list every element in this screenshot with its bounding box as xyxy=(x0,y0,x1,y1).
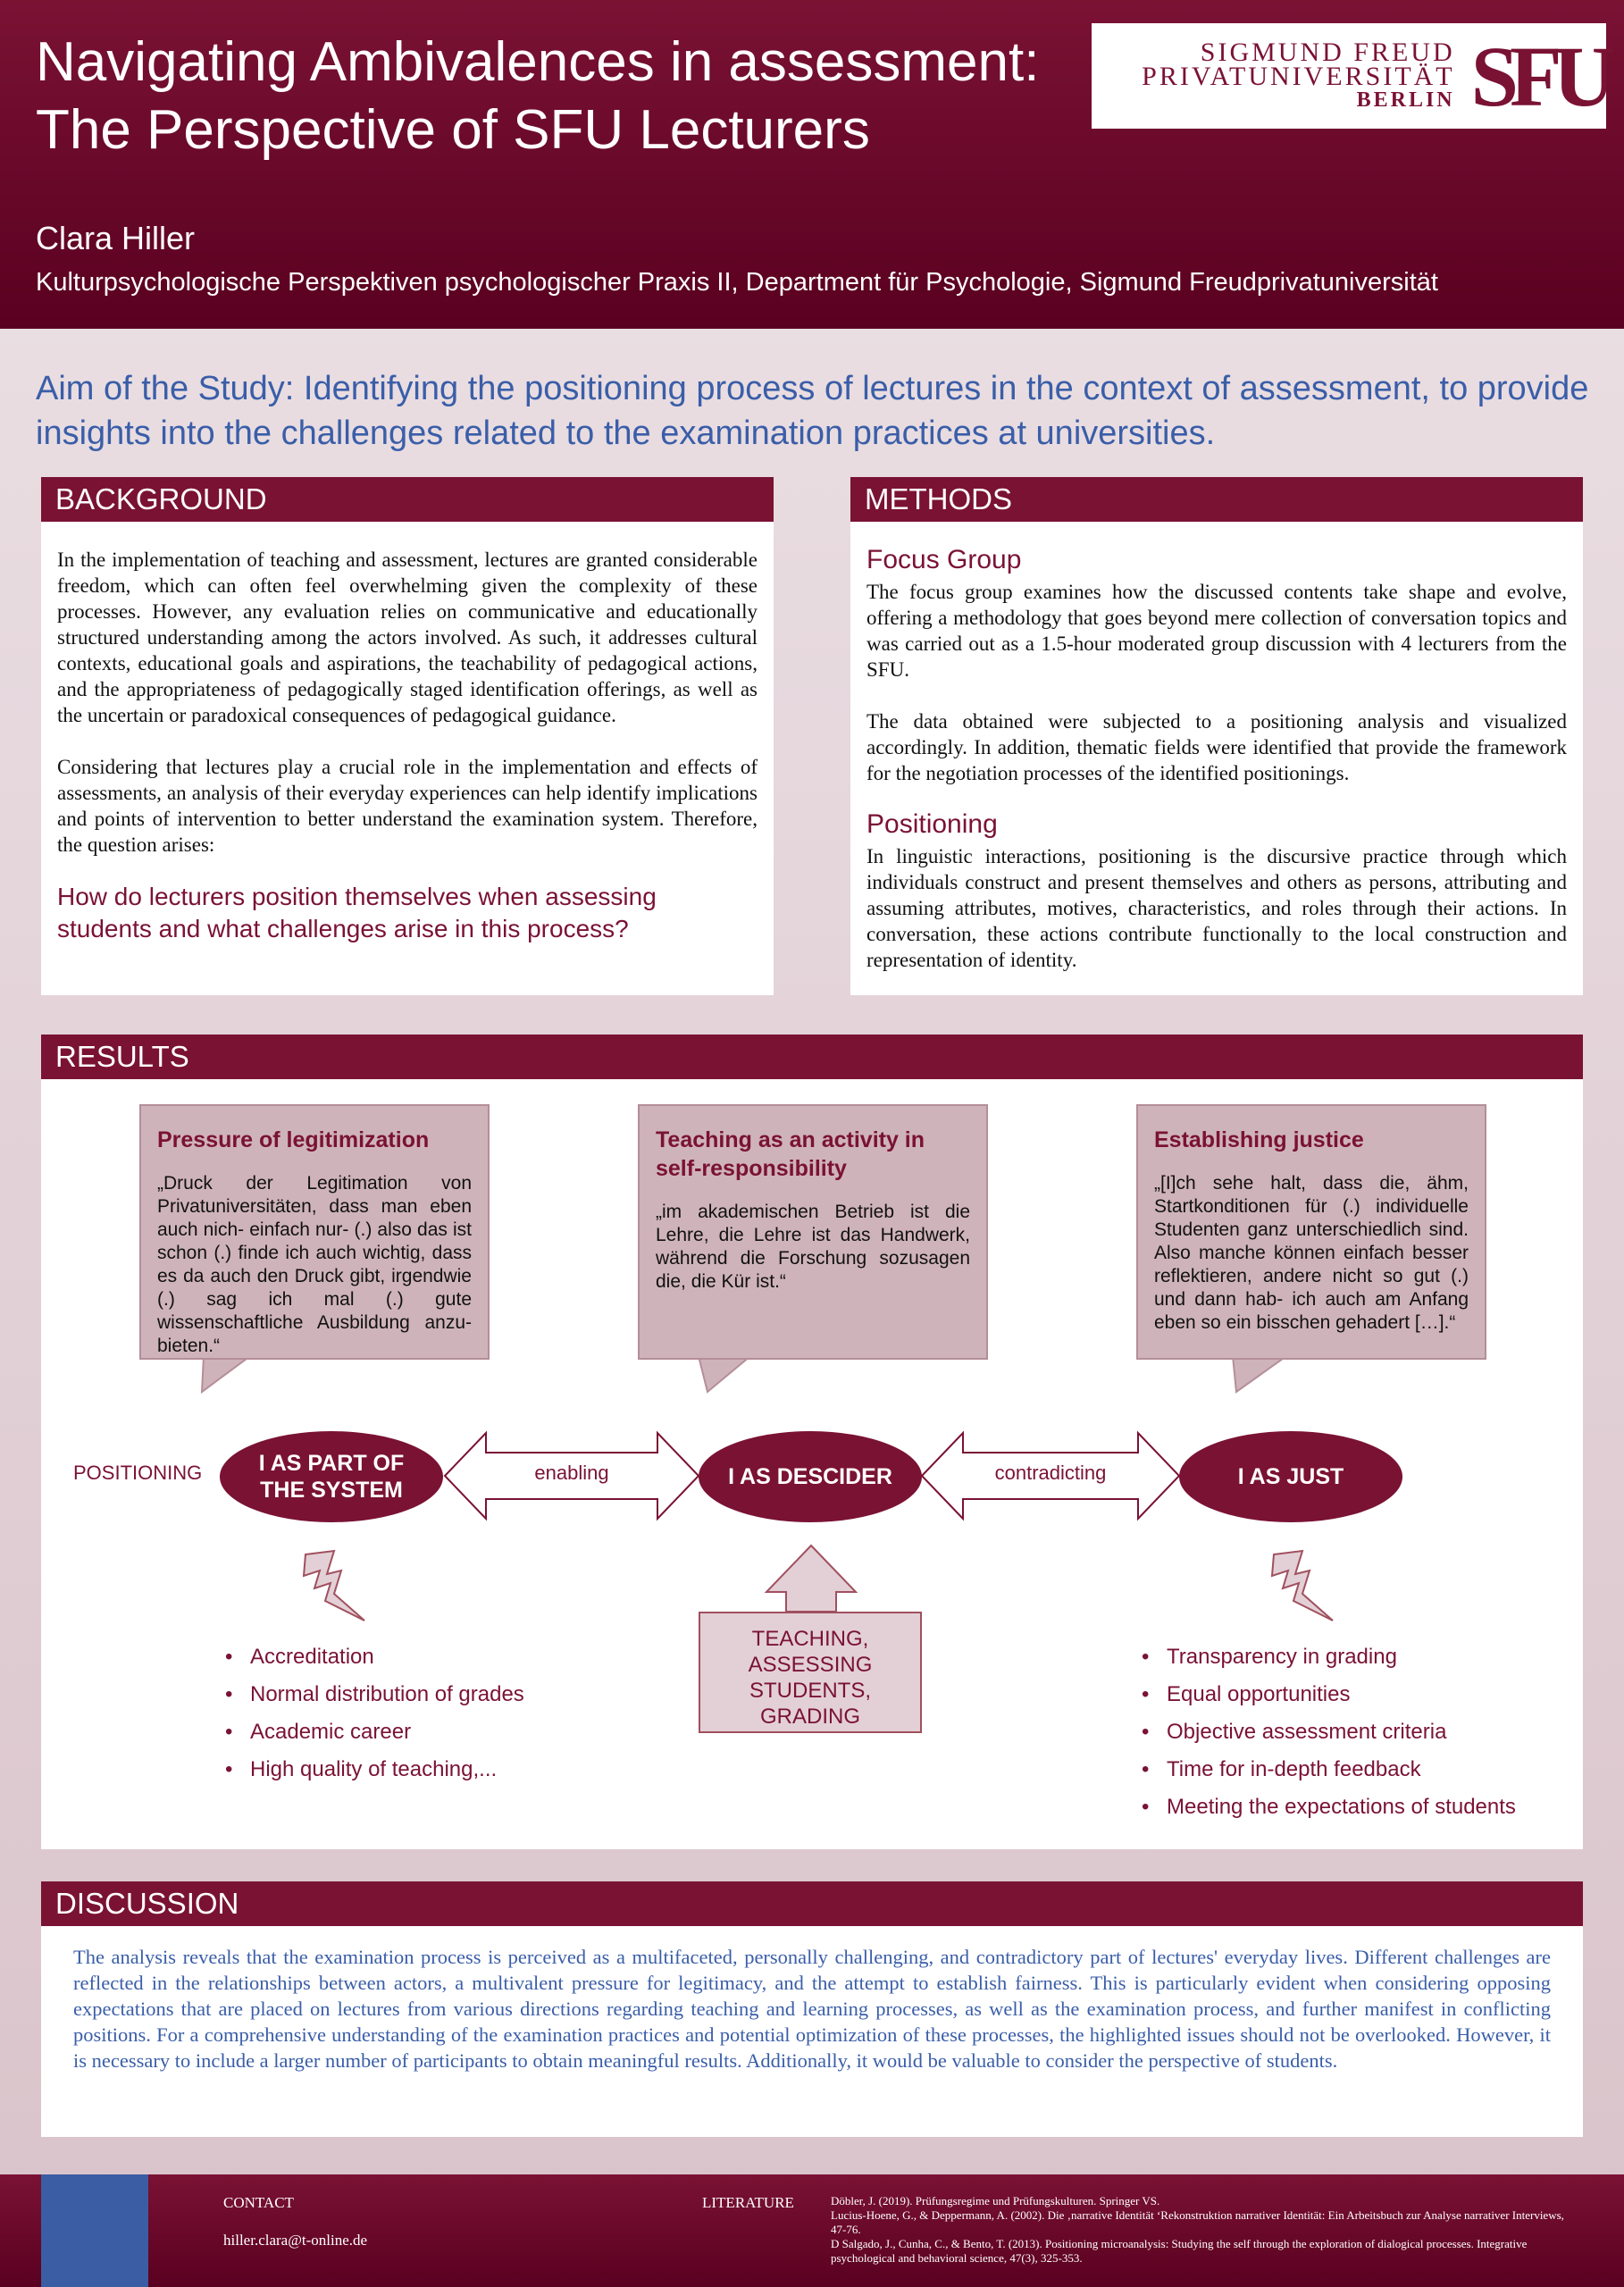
list-item: Accreditation xyxy=(225,1644,529,1671)
list-item: Academic career xyxy=(225,1719,529,1746)
background-paragraph-1: In the implementation of teaching and as… xyxy=(57,549,758,726)
background-section: BACKGROUND In the implementation of teac… xyxy=(41,477,774,995)
positioning-label: POSITIONING xyxy=(73,1462,203,1484)
position-part-of-system: I AS PART OF THE SYSTEM xyxy=(220,1431,443,1522)
central-activities: TEACHING, ASSESSING STUDENTS, GRADING xyxy=(699,1612,922,1733)
contact-email: hiller.clara@t-online.de xyxy=(223,2232,368,2249)
list-item: Transparency in grading xyxy=(1142,1644,1553,1671)
aim-of-study: Aim of the Study: Identifying the positi… xyxy=(36,370,1589,452)
quote-box-self-responsibility: Teaching as an activity in self-responsi… xyxy=(638,1104,988,1360)
right-challenges-list: Transparency in grading Equal opportunit… xyxy=(1142,1644,1553,1831)
lightning-icon-left xyxy=(302,1549,365,1621)
logo-line-3: BERLIN xyxy=(1356,88,1455,112)
position-just: I AS JUST xyxy=(1179,1431,1402,1522)
author-name: Clara Hiller xyxy=(36,220,196,256)
reference: D Salgado, J., Cunha, C., & Bento, T. (2… xyxy=(831,2237,1528,2265)
literature-list: Döbler, J. (2019). Prüfungsregime und Pr… xyxy=(831,2194,1581,2266)
methods-paragraph-1: The focus group examines how the discuss… xyxy=(866,581,1567,681)
focus-group-subheading: Focus Group xyxy=(866,545,1022,574)
reference: Döbler, J. (2019). Prüfungsregime und Pr… xyxy=(831,2194,1160,2207)
quote-text: „[I]ch sehe halt, dass die, ähm, Startko… xyxy=(1154,1173,1469,1333)
discussion-section: DISCUSSION The analysis reveals that the… xyxy=(41,1881,1583,2137)
discussion-text: The analysis reveals that the examinatio… xyxy=(73,1946,1551,2072)
reference: Lucius-Hoene, G., & Deppermann, A. (2002… xyxy=(831,2208,1564,2236)
research-question: How do lecturers position themselves whe… xyxy=(57,883,657,942)
quote-title: Pressure of legitimization xyxy=(157,1127,430,1152)
list-item: Meeting the expectations of students xyxy=(1142,1794,1553,1821)
footer-accent-block xyxy=(41,2174,148,2287)
quote-box-justice: Establishing justice „[I]ch sehe halt, d… xyxy=(1136,1104,1486,1360)
quote-text: „im akademischen Betrieb ist die Lehre, … xyxy=(656,1202,970,1292)
list-item: Equal opportunities xyxy=(1142,1681,1553,1708)
methods-paragraph-3: In linguistic interactions, positioning … xyxy=(866,845,1567,971)
background-paragraph-2: Considering that lectures play a crucial… xyxy=(57,756,758,856)
sfu-logo-mark: SFU xyxy=(1470,28,1615,124)
contact-label: CONTACT xyxy=(223,2194,294,2211)
list-item: Objective assessment criteria xyxy=(1142,1719,1553,1746)
list-item: High quality of teaching,... xyxy=(225,1756,529,1783)
methods-section: METHODS Focus Group The focus group exam… xyxy=(850,477,1583,995)
university-logo: SIGMUND FREUD PRIVATUNIVERSITÄT BERLIN S… xyxy=(1092,23,1615,129)
lightning-icon-right xyxy=(1270,1549,1334,1621)
up-arrow xyxy=(764,1544,858,1613)
footer: CONTACT hiller.clara@t-online.de LITERAT… xyxy=(0,2174,1624,2287)
poster-title: Navigating Ambivalences in assessment: T… xyxy=(36,29,1090,164)
quote-title: Teaching as an activity in self-responsi… xyxy=(656,1127,925,1181)
affiliation: Kulturpsychologische Perspektiven psycho… xyxy=(36,268,1438,297)
left-challenges-list: Accreditation Normal distribution of gra… xyxy=(225,1644,529,1794)
logo-line-1: SIGMUND FREUD xyxy=(1200,37,1455,67)
title-line-1: Navigating Ambivalences in assessment: xyxy=(36,31,1040,93)
header-banner: Navigating Ambivalences in assessment: T… xyxy=(0,0,1624,329)
arrow-label-contradicting: contradicting xyxy=(994,1462,1107,1484)
methods-heading: METHODS xyxy=(850,477,1583,522)
list-item: Time for in-depth feedback xyxy=(1142,1756,1553,1783)
arrow-label-enabling: enabling xyxy=(534,1462,609,1484)
title-line-2: The Perspective of SFU Lecturers xyxy=(36,99,870,161)
background-heading: BACKGROUND xyxy=(41,477,774,522)
literature-label: LITERATURE xyxy=(702,2194,794,2211)
methods-paragraph-2: The data obtained were subjected to a po… xyxy=(866,710,1567,784)
logo-line-2: PRIVATUNIVERSITÄT xyxy=(1142,61,1455,91)
results-heading: RESULTS xyxy=(41,1035,1583,1079)
quote-title: Establishing justice xyxy=(1154,1127,1364,1152)
quote-box-legitimization: Pressure of legitimization „Druck der Le… xyxy=(139,1104,490,1360)
quote-text: „Druck der Legitimation von Privatuniver… xyxy=(157,1173,472,1356)
positioning-subheading: Positioning xyxy=(866,809,998,839)
list-item: Normal distribution of grades xyxy=(225,1681,529,1708)
position-decider: I AS DESCIDER xyxy=(699,1431,922,1522)
discussion-heading: DISCUSSION xyxy=(41,1881,1583,1926)
